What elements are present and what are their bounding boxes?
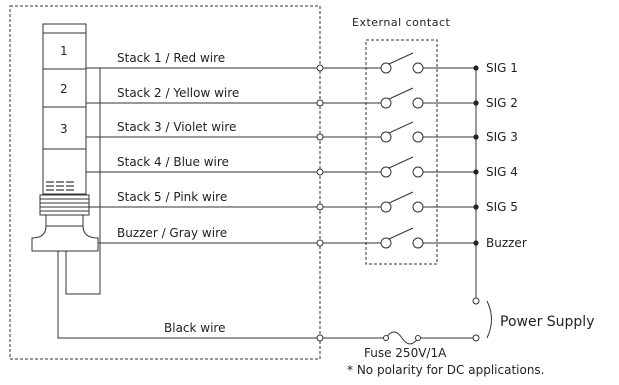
stack-number-3: 3	[60, 122, 68, 136]
wire-label-stack-3: Stack 3 / Violet wire	[117, 120, 236, 134]
wire-label-stack-1: Stack 1 / Red wire	[117, 51, 225, 65]
signal-label-1: SIG 1	[486, 61, 518, 75]
signal-label-2: SIG 2	[486, 96, 518, 110]
enclosure-terminals	[316, 64, 324, 342]
power-supply-terminals	[472, 297, 492, 342]
signal-label-5: SIG 5	[486, 200, 518, 214]
signal-label-4: SIG 4	[486, 165, 518, 179]
black-wire-with-fuse	[323, 331, 473, 345]
wire-label-stack-4: Stack 4 / Blue wire	[117, 155, 229, 169]
wire-label-stack-2: Stack 2 / Yellow wire	[117, 86, 239, 100]
tower-enclosure	[9, 5, 321, 360]
power-supply-label: Power Supply	[500, 314, 595, 330]
stack-number-1: 1	[60, 44, 68, 58]
tower-internal-wiring	[57, 67, 320, 339]
stack-number-2: 2	[60, 82, 68, 96]
wire-label-black: Black wire	[164, 321, 225, 335]
signal-tower	[31, 23, 99, 252]
signal-label-buzzer: Buzzer	[486, 236, 527, 250]
external-contact-label: External contact	[352, 16, 450, 29]
fuse-label: Fuse 250V/1A	[364, 346, 447, 360]
signal-label-3: SIG 3	[486, 130, 518, 144]
bus-junction-dots	[473, 65, 479, 246]
fuse-icon	[383, 335, 421, 341]
wire-label-buzzer: Buzzer / Gray wire	[117, 226, 227, 240]
wire-label-stack-5: Stack 5 / Pink wire	[117, 190, 227, 204]
footnote: * No polarity for DC applications.	[347, 363, 545, 377]
external-contact-box	[365, 39, 438, 265]
external-contact-switches	[380, 52, 424, 249]
